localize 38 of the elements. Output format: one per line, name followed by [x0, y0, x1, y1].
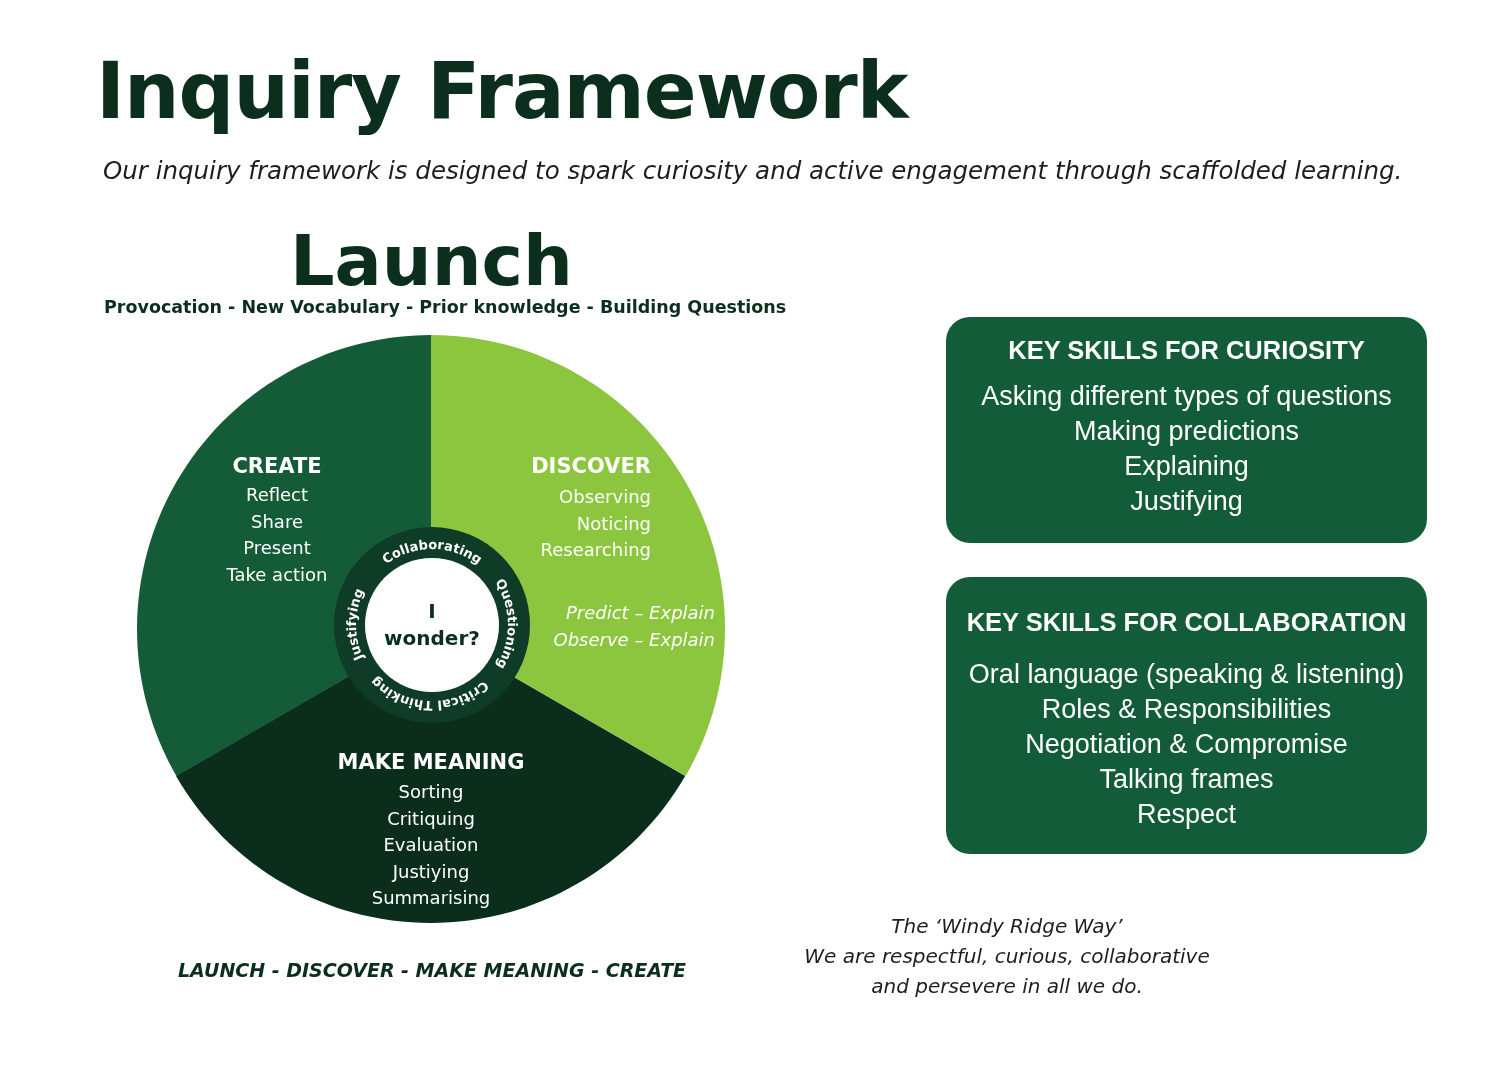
card-item: Roles & Responsibilities: [1041, 693, 1332, 725]
segment-heading: DISCOVER: [531, 454, 651, 478]
segment-item: Researching: [540, 538, 651, 560]
segment-item: Critiquing: [387, 807, 475, 828]
segment-item: Evaluation: [383, 833, 479, 855]
segment-item: Take action: [226, 563, 328, 585]
segment-item: Predict – Explain: [565, 601, 715, 623]
skills-card: [946, 577, 1427, 854]
stage-heading: Launch: [290, 226, 573, 296]
card-heading: KEY SKILLS FOR COLLABORATION: [966, 607, 1407, 637]
segment-heading: MAKE MEANING: [337, 750, 525, 774]
segment-heading: CREATE: [232, 454, 322, 478]
segment-item: Observing: [559, 485, 651, 507]
card-item: Making predictions: [1073, 415, 1300, 447]
page-title: Inquiry Framework: [96, 45, 908, 139]
subtitle: Our inquiry framework is designed to spark curiosity and active engagement through scaffolded learning.: [103, 155, 1403, 185]
center-text: I wonder?: [384, 598, 480, 652]
card-item: Talking frames: [1099, 763, 1274, 795]
motto-heading: The ‘Windy Ridge Way’: [891, 914, 1123, 938]
segment-item: Noticing: [576, 512, 651, 533]
segment-item: Justiying: [392, 860, 470, 881]
cycle-steps: LAUNCH - DISCOVER - MAKE MEANING - CREATE: [178, 959, 687, 981]
card-item: Oral language (speaking & listening): [968, 658, 1405, 690]
segment-item: Share: [251, 510, 303, 532]
segment-item: Reflect: [245, 483, 309, 505]
skills-card: [946, 317, 1427, 543]
card-item: Asking different types of questions: [981, 380, 1392, 412]
segment-item: Sorting: [398, 780, 464, 802]
segment-item: Summarising: [371, 886, 491, 908]
segment-item: Observe – Explain: [553, 628, 715, 650]
card-heading: KEY SKILLS FOR CURIOSITY: [1008, 335, 1365, 365]
segment-item: Present: [243, 536, 311, 558]
card-item: Justifying: [1130, 485, 1243, 517]
card-item: Explaining: [1124, 450, 1249, 482]
stage-steps: Provocation - New Vocabulary - Prior knowledge - Building Questions: [104, 296, 787, 318]
motto-text: We are respectful, curious, collaborative and persevere in all we do.: [803, 943, 1211, 1000]
card-item: Negotiation & Compromise: [1025, 728, 1348, 760]
card-item: Respect: [1136, 798, 1237, 830]
